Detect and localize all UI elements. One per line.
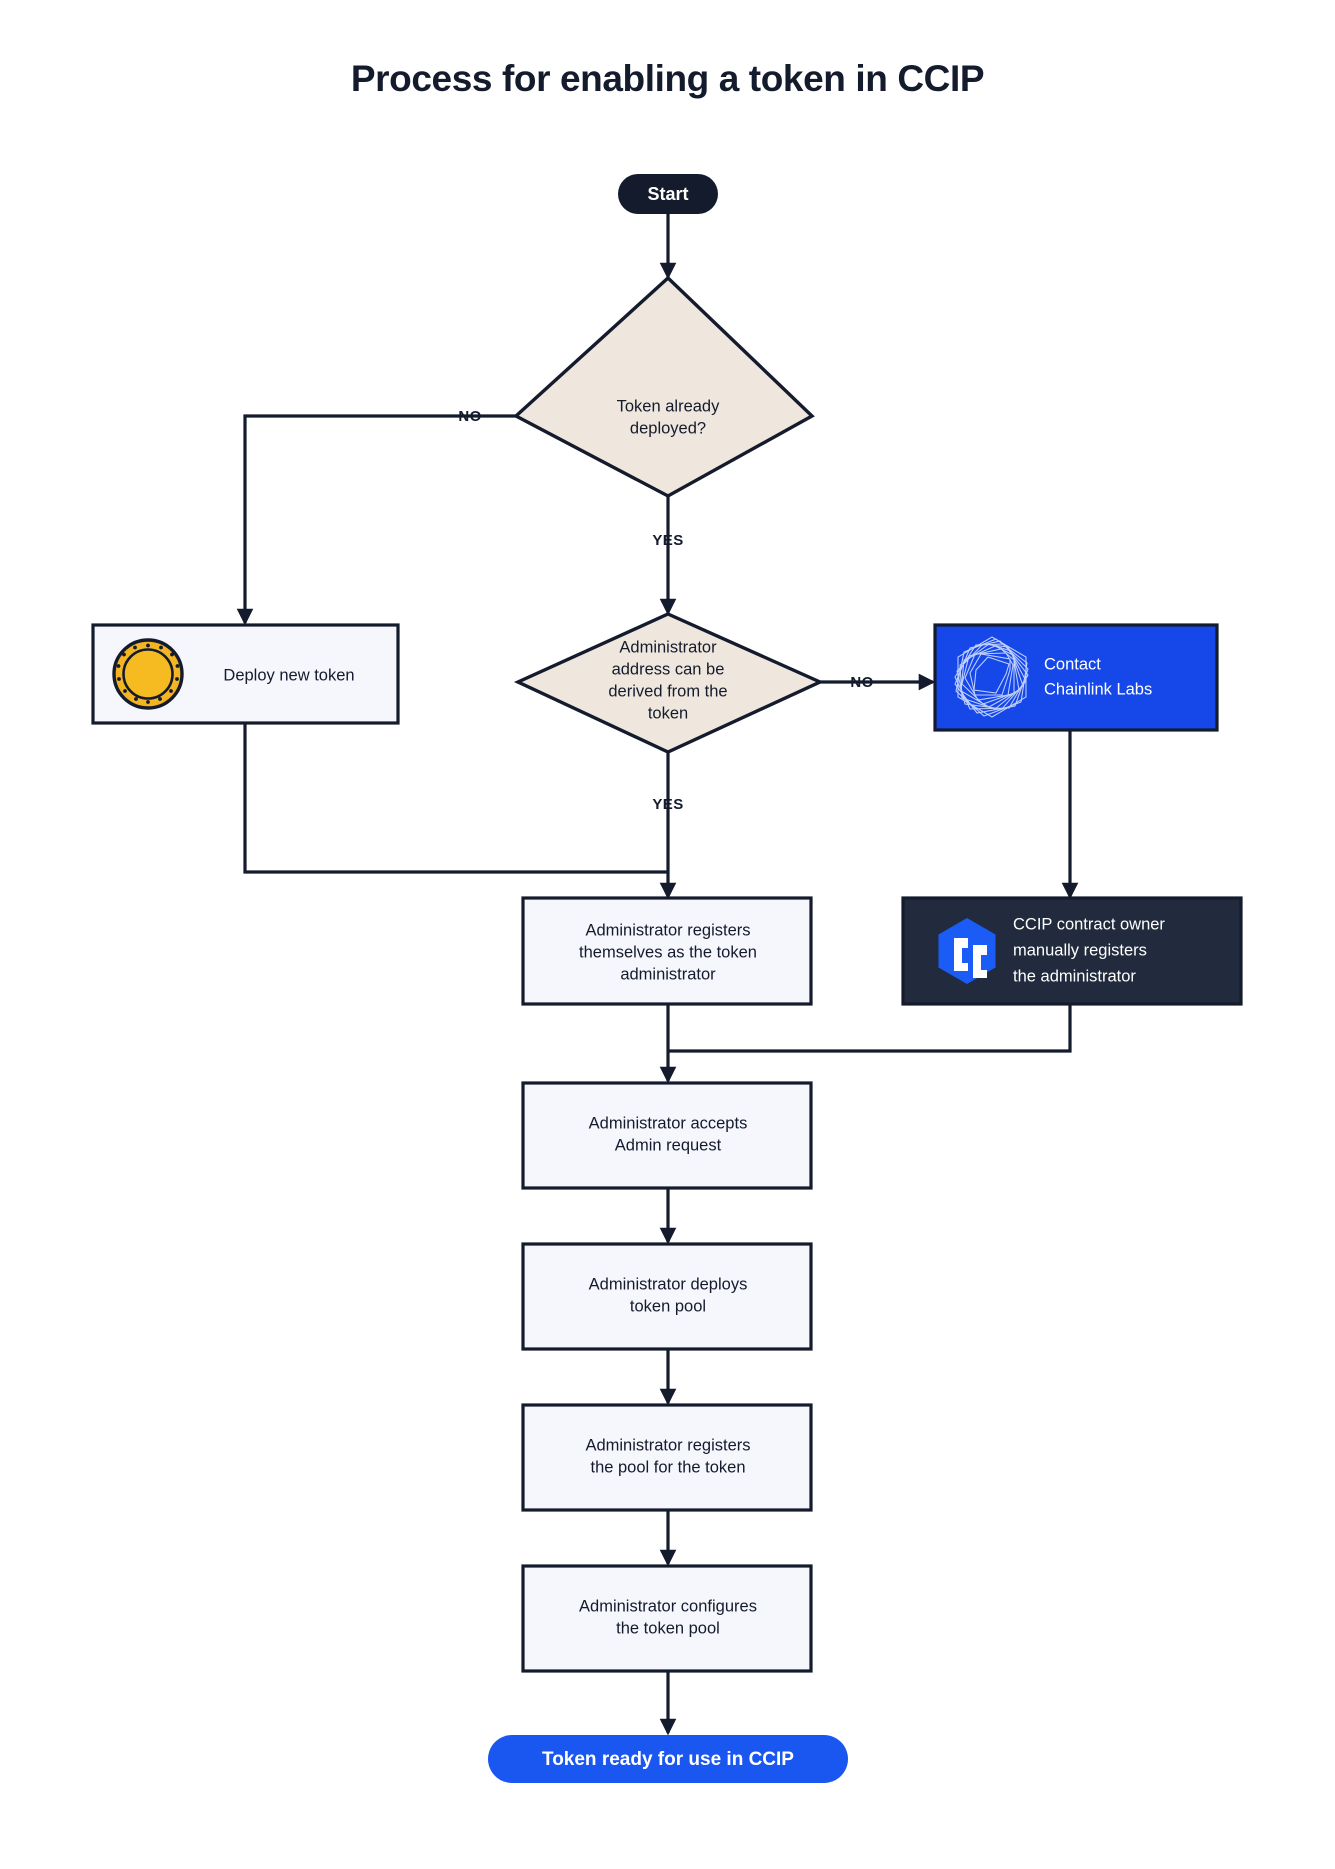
ccip-owner-line-2: manually registers [1013,941,1147,959]
admin-accepts-line-1: Administrator accepts [589,1114,748,1132]
admin-configures-pool-line-1: Administrator configures [579,1597,757,1615]
admin-registers-pool-box-shape [521,1403,813,1512]
decision-deployed-shape [513,275,815,498]
start-label: Start [647,184,688,204]
edge-label-deployed-yes: YES [652,532,683,549]
end-label: Token ready for use in CCIP [542,1749,794,1770]
admin-configures-pool-box-shape [521,1564,813,1673]
node-admin-accepts-request[interactable]: Administrator accepts Admin request [521,1081,813,1190]
coin-icon [112,638,184,710]
admin-deploys-pool-line-2: token pool [630,1297,706,1315]
admin-registers-self-box-shape [521,896,813,1006]
decision-admin-line-1: Administrator [619,638,717,656]
ccip-icon [938,918,996,984]
admin-deploys-pool-line-1: Administrator deploys [589,1275,748,1293]
edge-deploy-token-merge [243,723,668,874]
end-pill-shape [488,1735,848,1783]
edge-label-deployed-no: NO [458,408,481,425]
edge-label-admin-yes: YES [652,796,683,813]
deploy-token-label: Deploy new token [223,666,354,684]
edge-deployed-no-to-deploy-token [236,414,516,626]
decision-admin-shape [513,612,825,754]
node-ccip-owner-registers[interactable]: CCIP contract owner manually registers t… [901,896,1243,1006]
decision-deployed-line-2: deployed? [630,419,706,437]
page-title: Process for enabling a token in CCIP [350,58,985,99]
node-admin-deploys-pool[interactable]: Administrator deploys token pool [521,1242,813,1351]
node-deploy-new-token[interactable]: Deploy new token [91,623,400,725]
node-end-token-ready[interactable]: Token ready for use in CCIP [488,1735,848,1783]
admin-registers-self-line-1: Administrator registers [585,921,750,939]
start-pill-shape [618,174,718,214]
admin-accepts-box-shape [521,1081,813,1190]
admin-registers-self-line-2: themselves as the token [579,943,757,961]
contact-chainlink-line-2: Chainlink Labs [1044,680,1152,698]
edge-label-admin-no: NO [850,674,873,691]
node-decision-token-deployed[interactable]: Token already deployed? [513,275,815,498]
admin-registers-pool-line-2: the pool for the token [590,1458,745,1476]
node-decision-admin-derived[interactable]: Administrator address can be derived fro… [513,612,825,754]
contact-chainlink-box-shape [933,623,1219,732]
admin-registers-pool-line-1: Administrator registers [585,1436,750,1454]
admin-deploys-pool-box-shape [521,1242,813,1351]
admin-accepts-line-2: Admin request [615,1136,722,1154]
contact-chainlink-line-1: Contact [1044,655,1101,673]
admin-configures-pool-line-2: the token pool [616,1619,720,1637]
admin-registers-self-line-3: administrator [620,965,716,983]
edge-ccip-owner-merge [668,1005,1072,1053]
decision-admin-line-4: token [648,704,688,722]
chainlink-labs-icon [954,636,1029,718]
node-admin-configures-pool[interactable]: Administrator configures the token pool [521,1564,813,1673]
node-contact-chainlink-labs[interactable]: Contact Chainlink Labs [933,623,1219,732]
node-admin-registers-pool[interactable]: Administrator registers the pool for the… [521,1403,813,1512]
decision-admin-line-3: derived from the [608,682,727,700]
ccip-owner-line-1: CCIP contract owner [1013,915,1165,933]
decision-deployed-line-1: Token already [617,397,720,415]
ccip-owner-line-3: the administrator [1013,967,1136,985]
decision-admin-line-2: address can be [612,660,725,678]
node-admin-registers-self[interactable]: Administrator registers themselves as th… [521,896,813,1006]
node-start[interactable]: Start [618,174,718,214]
